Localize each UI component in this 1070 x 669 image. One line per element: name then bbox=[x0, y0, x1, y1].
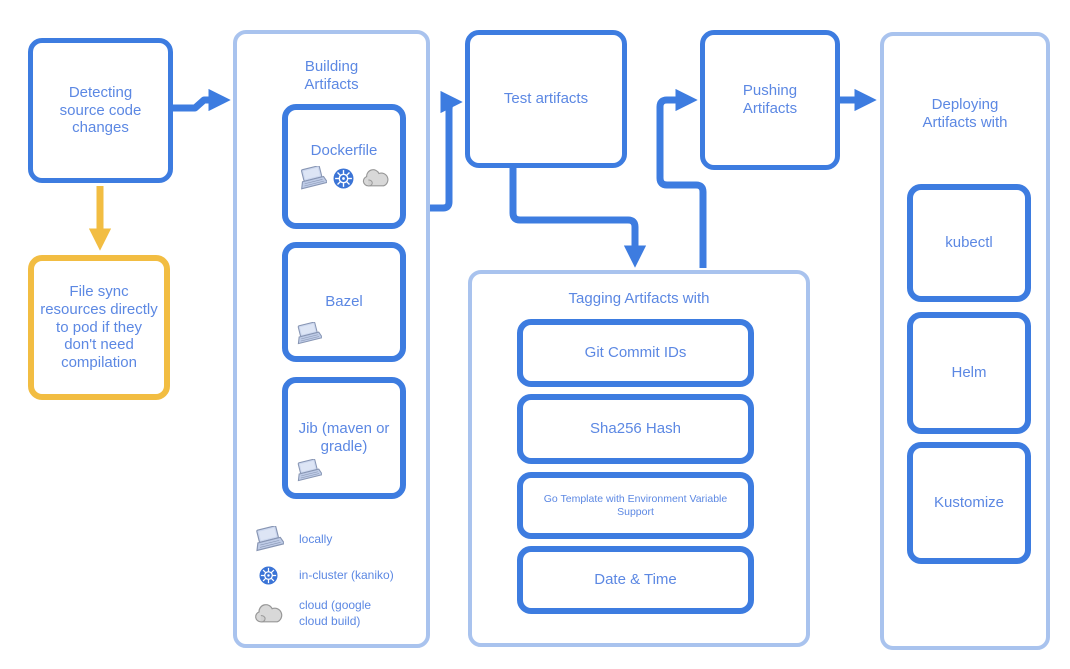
group-title: Building Artifacts bbox=[304, 58, 359, 93]
node-label: File sync resources directly to pod if t… bbox=[40, 283, 158, 372]
group-building-artifacts: Building Artifacts Dockerfile bbox=[233, 30, 430, 648]
cloud-icon bbox=[362, 169, 389, 187]
build-mode-icons bbox=[297, 165, 391, 191]
legend-item-in-cluster: in-cluster (kaniko) bbox=[251, 566, 416, 585]
node-label: Test artifacts bbox=[503, 90, 589, 108]
node-label: Go Template with Environment Variable Su… bbox=[543, 493, 728, 518]
node-file-sync: File sync resources directly to pod if t… bbox=[28, 255, 170, 400]
group-title: Tagging Artifacts with bbox=[568, 290, 710, 307]
node-label: Jib (maven or gradle) bbox=[298, 420, 390, 455]
arrow-detect-to-building bbox=[173, 88, 231, 112]
node-sha256-hash: Sha256 Hash bbox=[517, 394, 754, 464]
node-test-artifacts: Test artifacts bbox=[465, 30, 627, 168]
node-label: Date & Time bbox=[594, 571, 677, 589]
laptop-icon bbox=[297, 458, 324, 482]
node-dockerfile: Dockerfile bbox=[282, 104, 406, 229]
group-deploying-artifacts: Deploying Artifacts with kubectl Helm Ku… bbox=[880, 32, 1050, 650]
node-label: Sha256 Hash bbox=[590, 420, 681, 438]
node-pushing-artifacts: Pushing Artifacts bbox=[700, 30, 840, 170]
laptop-icon bbox=[256, 526, 284, 552]
node-label: Dockerfile bbox=[310, 142, 378, 160]
node-git-commit-ids: Git Commit IDs bbox=[517, 319, 754, 387]
node-label: Pushing Artifacts bbox=[742, 82, 798, 117]
node-helm: Helm bbox=[907, 312, 1031, 434]
node-kubectl: kubectl bbox=[907, 184, 1031, 302]
node-label: Detecting source code changes bbox=[59, 83, 142, 137]
laptop-icon bbox=[297, 321, 324, 345]
legend-item-cloud: cloud (google cloud build) bbox=[251, 598, 416, 629]
legend-item-locally: locally bbox=[251, 526, 416, 553]
legend-label: locally bbox=[299, 531, 333, 546]
laptop-icon bbox=[301, 165, 327, 190]
kubernetes-icon bbox=[258, 566, 278, 585]
kubernetes-icon bbox=[333, 168, 354, 189]
node-kustomize: Kustomize bbox=[907, 442, 1031, 564]
node-label: Git Commit IDs bbox=[584, 344, 687, 362]
group-title: Deploying Artifacts with bbox=[922, 96, 1008, 131]
node-label: Kustomize bbox=[933, 494, 1005, 512]
arrow-tagging-to-pushing bbox=[656, 88, 707, 268]
arrow-test-to-tagging bbox=[509, 168, 647, 268]
arrow-building-to-test bbox=[430, 90, 463, 212]
node-jib: Jib (maven or gradle) bbox=[282, 377, 406, 499]
node-bazel: Bazel bbox=[282, 242, 406, 362]
node-label: kubectl bbox=[945, 234, 993, 252]
legend-label: in-cluster (kaniko) bbox=[299, 567, 394, 582]
node-detect-source-changes: Detecting source code changes bbox=[28, 38, 173, 183]
node-label: Helm bbox=[951, 364, 987, 382]
node-label: Bazel bbox=[325, 293, 363, 311]
node-date-time: Date & Time bbox=[517, 546, 754, 614]
group-tagging-artifacts: Tagging Artifacts with Git Commit IDs Sh… bbox=[468, 270, 810, 647]
legend-label: cloud (google cloud build) bbox=[299, 598, 372, 628]
build-legend: locally in-cl bbox=[251, 526, 416, 629]
node-go-template: Go Template with Environment Variable Su… bbox=[517, 472, 754, 539]
cloud-icon bbox=[254, 603, 282, 622]
